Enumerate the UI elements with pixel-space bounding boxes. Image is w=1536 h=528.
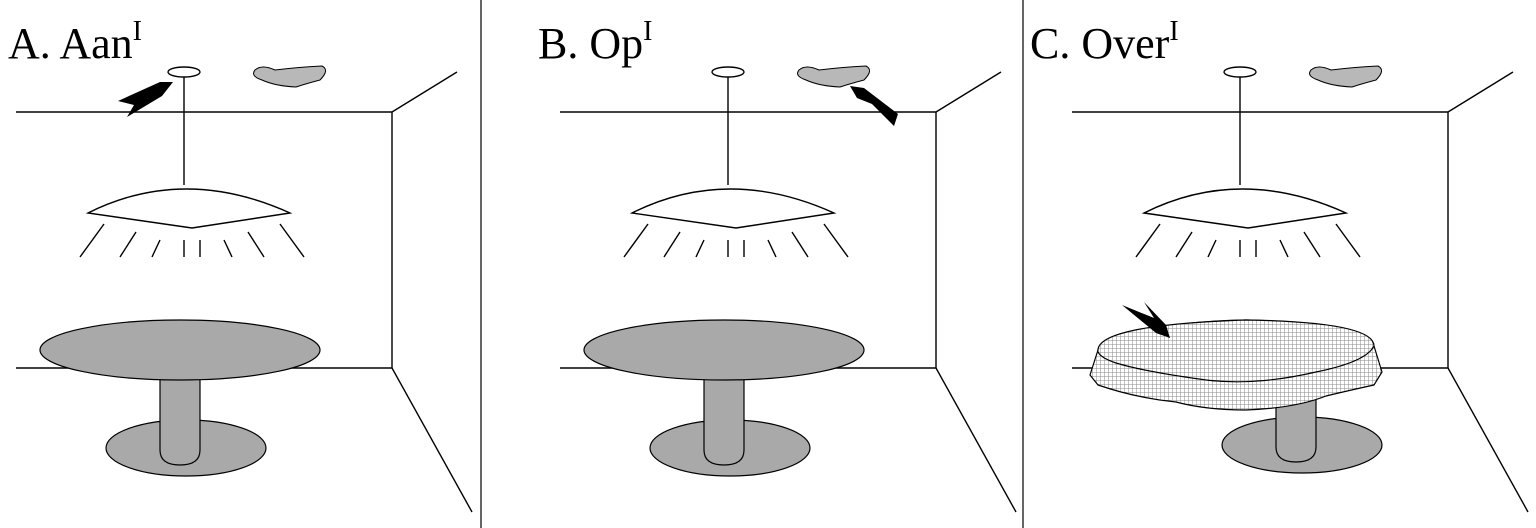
panel-b: B. OpI: [538, 16, 1017, 513]
panel-a-label: A. AanI: [8, 16, 142, 68]
arrow-icon: [1122, 302, 1170, 338]
arrow-icon: [850, 86, 898, 126]
panel-c-label: C. OverI: [1030, 16, 1179, 68]
arrow-icon: [118, 82, 173, 117]
panel-c: C. OverI: [1030, 16, 1529, 513]
table-top: [583, 319, 865, 381]
table-top: [39, 319, 321, 381]
panel-a: A. AanI: [8, 16, 473, 513]
panel-b-label: B. OpI: [538, 16, 652, 68]
